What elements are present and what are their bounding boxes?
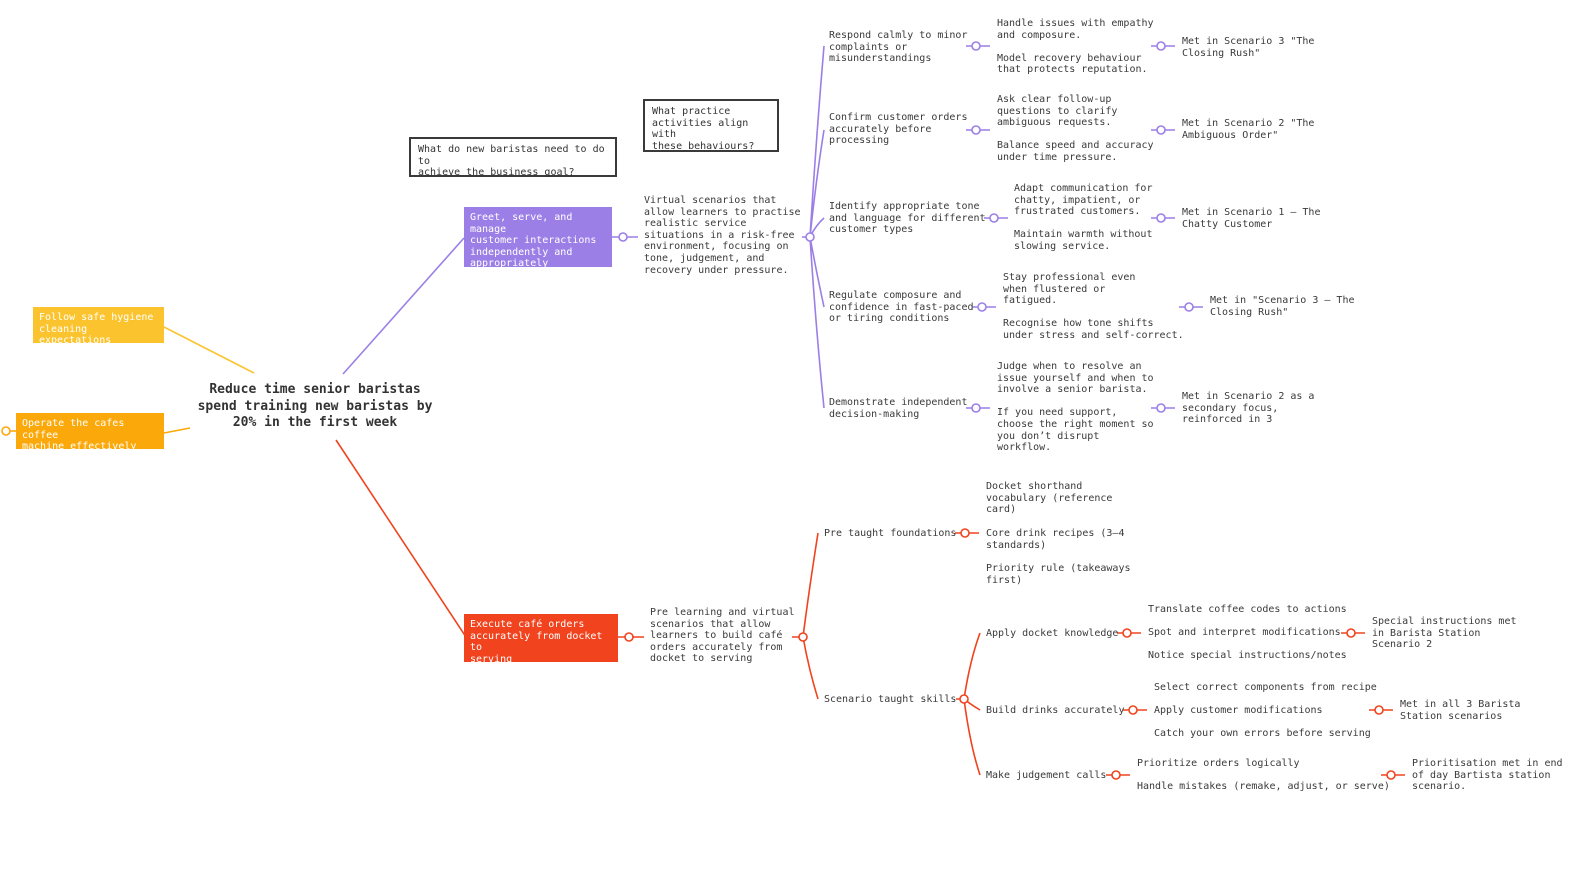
red-activity-handle	[798, 632, 808, 642]
link-root-purple	[342, 237, 465, 375]
skill-label[interactable]: Make judgement calls	[986, 770, 1107, 781]
foundation-item: Docket shorthand vocabulary (reference c…	[986, 481, 1113, 516]
link-purple-spine	[802, 45, 825, 409]
branch-coffee-machine[interactable]: Operate the cafes coffee machine effecti…	[16, 413, 164, 452]
behaviour-met-link-handle	[1156, 41, 1166, 51]
skill-link-handle	[1128, 705, 1138, 715]
behaviour-details: Handle issues with empathy and composure…	[997, 18, 1154, 76]
skill-label[interactable]: Build drinks accurately	[986, 705, 1125, 716]
skill-met-link-handle	[1374, 705, 1384, 715]
purple-activity: Virtual scenarios that allow learners to…	[644, 195, 801, 276]
behaviour-link-handle	[989, 213, 999, 223]
purple-box-handle	[618, 232, 628, 242]
skills-handle	[959, 694, 969, 704]
skill-met-link-handle	[1346, 628, 1356, 638]
red-activity: Pre learning and virtual scenarios that …	[650, 607, 795, 665]
behaviour-met-link-handle	[1156, 125, 1166, 135]
branch-customer-interactions[interactable]: Greet, serve, and manage customer intera…	[464, 207, 612, 269]
skill-details: Prioritize orders logically Handle mista…	[1137, 758, 1390, 793]
behaviour-link-handle	[971, 125, 981, 135]
orange-node-handle	[1, 426, 11, 436]
behaviour-met-link-handle	[1156, 213, 1166, 223]
behaviour-met: Met in Scenario 2 "The Ambiguous Order"	[1182, 118, 1315, 141]
behaviour-label[interactable]: Regulate composure and confidence in fas…	[829, 290, 974, 325]
red-box-handle	[624, 632, 634, 642]
behaviour-met: Met in Scenario 1 – The Chatty Customer	[1182, 207, 1321, 230]
skills-label[interactable]: Scenario taught skills	[824, 694, 957, 705]
skill-link-handle	[1111, 770, 1121, 780]
question-practice-activities: What practice activities align with thes…	[643, 99, 779, 152]
foundation-item: Priority rule (takeaways first)	[986, 563, 1131, 586]
behaviour-met: Met in "Scenario 3 – The Closing Rush"	[1210, 295, 1355, 318]
skill-met: Prioritisation met in end of day Bartist…	[1412, 758, 1563, 793]
skill-link-handle	[1122, 628, 1132, 638]
foundations-label[interactable]: Pre taught foundations	[824, 528, 957, 539]
behaviour-met-link-handle	[1156, 403, 1166, 413]
behaviour-label[interactable]: Demonstrate independent decision-making	[829, 397, 968, 420]
purple-behaviour-links	[966, 41, 1203, 413]
behaviour-met-link-handle	[1184, 302, 1194, 312]
behaviour-link-handle	[971, 403, 981, 413]
branch-hygiene[interactable]: Follow safe hygiene cleaning expectation…	[33, 307, 164, 346]
skill-label[interactable]: Apply docket knowledge	[986, 628, 1119, 639]
foundation-item: Core drink recipes (3–4 standards)	[986, 528, 1125, 551]
behaviour-label[interactable]: Confirm customer orders accurately befor…	[829, 112, 968, 147]
skill-details: Translate coffee codes to actions Spot a…	[1148, 604, 1347, 662]
behaviour-met: Met in Scenario 3 "The Closing Rush"	[1182, 36, 1315, 59]
skill-met: Met in all 3 Barista Station scenarios	[1400, 699, 1521, 722]
skill-met-link-handle	[1386, 770, 1396, 780]
purple-activity-handle	[805, 232, 815, 242]
skill-met: Special instructions met in Barista Stat…	[1372, 616, 1517, 651]
foundations-handle	[960, 528, 970, 538]
red-skill-links	[1106, 628, 1405, 780]
link-root-yellow	[163, 326, 255, 374]
question-business-goal: What do new baristas need to do to achie…	[409, 137, 617, 178]
skill-details: Select correct components from recipe Ap…	[1154, 682, 1377, 740]
link-red-spine	[792, 532, 819, 700]
root-goal[interactable]: Reduce time senior baristas spend traini…	[197, 382, 433, 430]
link-root-orange	[163, 427, 191, 434]
link-skills-spine	[956, 632, 981, 776]
behaviour-details: Judge when to resolve an issue yourself …	[997, 361, 1154, 454]
behaviour-met: Met in Scenario 2 as a secondary focus, …	[1182, 391, 1315, 426]
behaviour-link-handle	[977, 302, 987, 312]
behaviour-details: Stay professional even when flustered or…	[1003, 272, 1184, 341]
link-root-red	[335, 439, 467, 638]
branch-execute-orders[interactable]: Execute café orders accurately from dock…	[464, 614, 618, 665]
behaviour-link-handle	[971, 41, 981, 51]
behaviour-details: Adapt communication for chatty, impatien…	[1014, 183, 1153, 252]
behaviour-label[interactable]: Respond calmly to minor complaints or mi…	[829, 30, 968, 65]
behaviour-details: Ask clear follow-up questions to clarify…	[997, 94, 1154, 163]
behaviour-label[interactable]: Identify appropriate tone and language f…	[829, 201, 986, 236]
